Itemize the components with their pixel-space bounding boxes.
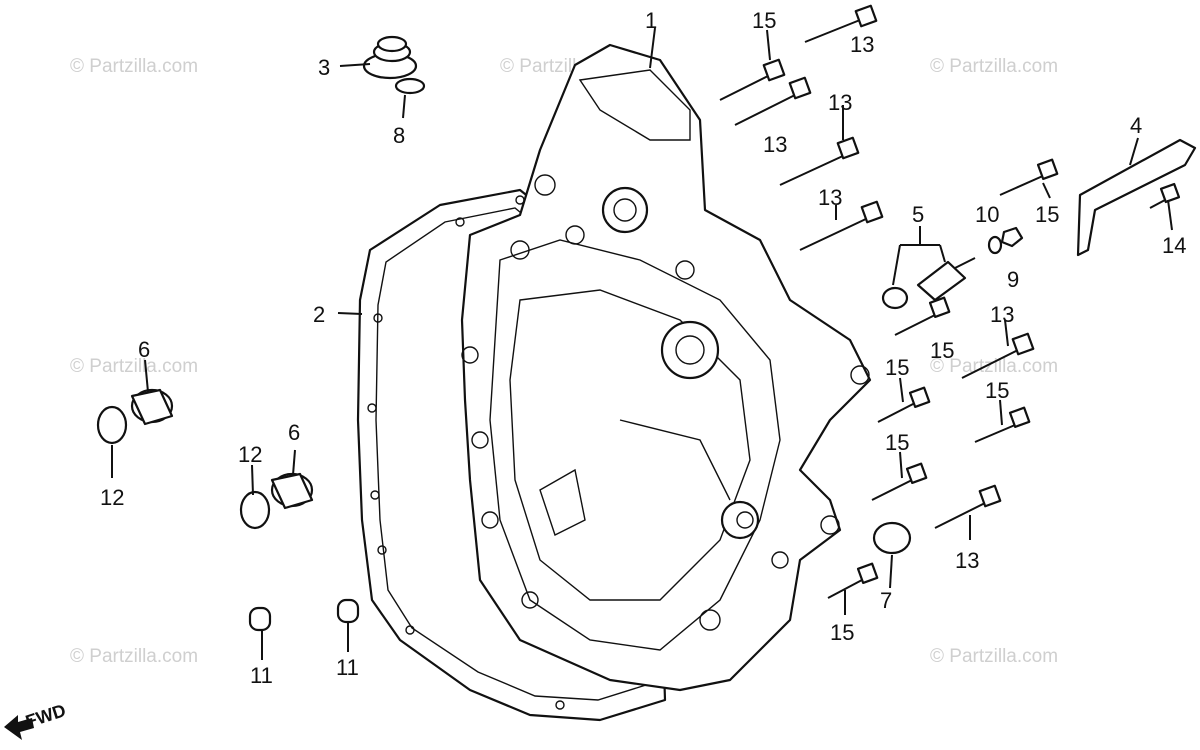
forward-direction-arrow: FWD (4, 700, 68, 740)
callout-9: 9 (1007, 267, 1019, 292)
bolt (934, 484, 1002, 529)
bolts (719, 4, 1181, 599)
callout-15: 15 (885, 430, 909, 455)
bushing-part-6 (130, 388, 314, 510)
bolt (719, 58, 786, 101)
callout-6: 6 (138, 337, 150, 362)
callout-5: 5 (912, 202, 924, 227)
callout-15: 15 (930, 338, 954, 363)
callout-13: 13 (850, 32, 874, 57)
dowel-part-11 (248, 598, 360, 632)
bolt (961, 332, 1035, 379)
callout-11: 11 (250, 663, 273, 688)
clip-part-12 (96, 405, 271, 530)
bolt (871, 462, 928, 501)
bolt (1149, 182, 1181, 209)
washer-part-10 (987, 235, 1003, 255)
callout-15: 15 (885, 355, 909, 380)
arrow-icon (4, 715, 34, 740)
o-ring-part-8 (394, 77, 426, 95)
callout-10: 10 (975, 202, 999, 227)
callout-15: 15 (752, 8, 776, 33)
callout-12: 12 (238, 442, 262, 467)
bolt (804, 4, 878, 43)
callout-3: 3 (318, 55, 330, 80)
fwd-label: FWD (23, 700, 68, 732)
nut-part-9 (1000, 226, 1024, 248)
watermark: © Partzilla.com (930, 646, 1058, 667)
callout-7: 7 (880, 588, 892, 613)
watermark: © Partzilla.com (70, 646, 198, 667)
callout-12: 12 (100, 485, 124, 510)
callout-15: 15 (985, 378, 1009, 403)
callout-4: 4 (1130, 113, 1142, 138)
callout-11: 11 (336, 655, 359, 680)
leader-lines (111, 27, 1173, 660)
callout-14: 14 (1162, 233, 1186, 258)
callout-15: 15 (830, 620, 854, 645)
cap-part-3 (362, 35, 418, 80)
callout-13: 13 (990, 302, 1014, 327)
callout-15: 15 (1035, 202, 1059, 227)
crankcase-cover (460, 43, 872, 692)
callout-8: 8 (393, 123, 405, 148)
bolt (827, 562, 879, 599)
bolt (974, 406, 1031, 443)
watermark: © Partzilla.com (70, 356, 198, 377)
watermark: © Partzilla.com (930, 356, 1058, 377)
callout-6: 6 (288, 420, 300, 445)
callout-13: 13 (818, 185, 842, 210)
bolt (734, 76, 812, 126)
callout-13: 13 (828, 90, 852, 115)
bolt (877, 386, 931, 423)
watermark: © Partzilla.com (930, 56, 1058, 77)
bolt (999, 158, 1059, 196)
callout-13: 13 (955, 548, 979, 573)
watermark: © Partzilla.com (70, 56, 198, 77)
bolt (894, 296, 951, 336)
switch-part-5 (881, 257, 976, 310)
bolt (779, 136, 860, 186)
callout-1: 1 (645, 8, 657, 33)
callout-13: 13 (763, 132, 787, 157)
callout-labels: 1 2 3 4 5 6 6 7 8 9 10 11 11 12 12 13 13… (100, 8, 1186, 688)
seal-part-7 (872, 521, 912, 555)
callout-2: 2 (313, 302, 325, 327)
bolt (799, 200, 884, 251)
bracket-part-4 (1076, 138, 1197, 257)
